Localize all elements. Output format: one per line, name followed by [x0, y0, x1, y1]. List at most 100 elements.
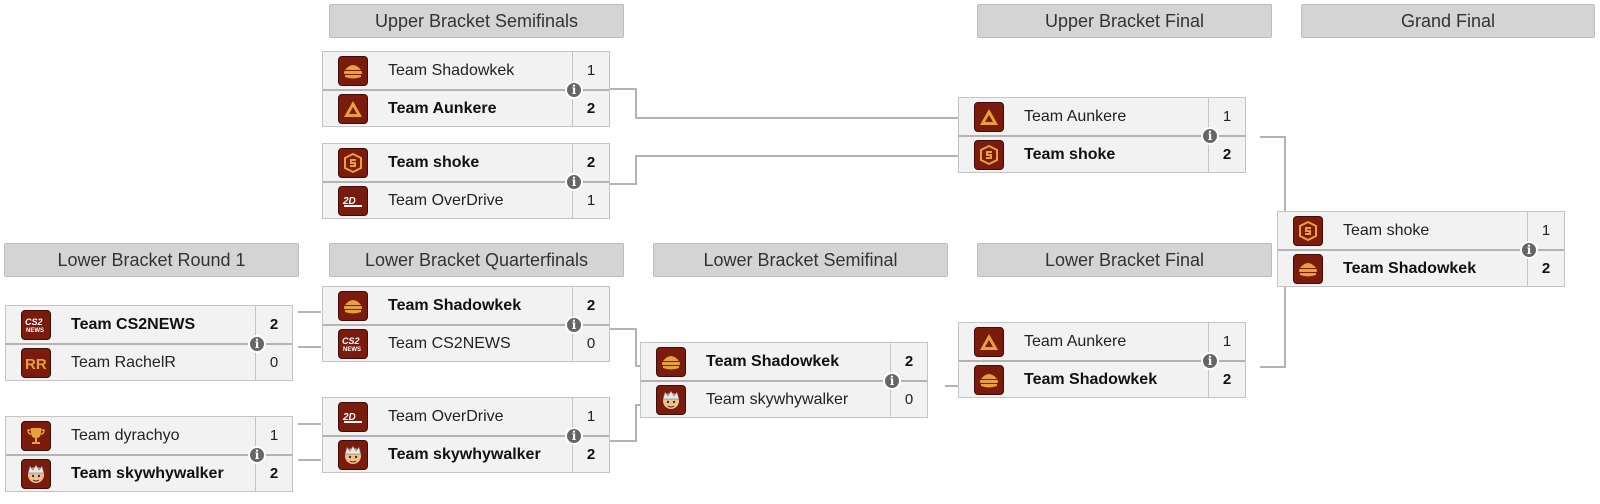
team-score: 2	[572, 144, 609, 181]
triangle-logo-icon	[338, 93, 368, 124]
match-info-icon[interactable]: i	[248, 446, 266, 464]
match-info-icon[interactable]: i	[883, 372, 901, 390]
team-name[interactable]: Team CS2NEWS	[71, 315, 196, 333]
round-header-grand-final: Grand Final	[1301, 4, 1595, 38]
team-row[interactable]: Team skywhywalker 2	[6, 454, 292, 491]
match-info-icon[interactable]: i	[565, 316, 583, 334]
team-score: 2	[572, 91, 609, 126]
match-info-icon[interactable]: i	[565, 173, 583, 191]
svg-text:NEWS: NEWS	[343, 347, 361, 353]
burger-icon	[338, 55, 368, 86]
team-score: 2	[1527, 251, 1564, 286]
match-info-icon[interactable]: i	[248, 335, 266, 353]
burger-icon	[1293, 253, 1323, 284]
team-name[interactable]: Team OverDrive	[388, 191, 504, 209]
trophy-icon	[21, 420, 51, 451]
team-row[interactable]: Team Shadowkek 2	[1278, 249, 1564, 286]
team-name[interactable]: Team Shadowkek	[388, 61, 515, 79]
team-row[interactable]: Team Aunkere 2	[323, 89, 609, 126]
team-score: 1	[1208, 323, 1245, 360]
team-score: 2	[255, 306, 292, 343]
face-avatar-icon	[338, 439, 368, 470]
burger-icon	[338, 290, 368, 321]
team-score: 0	[572, 326, 609, 361]
team-row[interactable]: Team Shadowkek 1	[323, 52, 609, 89]
team-name[interactable]: Team Shadowkek	[706, 352, 840, 370]
team-name[interactable]: Team shoke	[1343, 221, 1430, 239]
match-info-icon[interactable]: i	[1520, 241, 1538, 259]
team-name[interactable]: Team OverDrive	[388, 407, 504, 425]
round-header-lb-r1: Lower Bracket Round 1	[4, 243, 299, 277]
team-name[interactable]: Team shoke	[1024, 145, 1116, 163]
overdrive-logo-icon: 2D	[338, 401, 368, 432]
burger-icon	[656, 346, 686, 377]
match-info-icon[interactable]: i	[565, 427, 583, 445]
team-name[interactable]: Team skywhywalker	[388, 445, 541, 463]
team-row[interactable]: Team skywhywalker 0	[641, 380, 927, 417]
team-row[interactable]: Team skywhywalker 2	[323, 435, 609, 472]
triangle-logo-icon	[974, 326, 1004, 357]
team-name[interactable]: Team skywhywalker	[706, 390, 849, 408]
team-row[interactable]: Team Aunkere 1	[959, 323, 1245, 360]
shield-s-logo-icon	[974, 139, 1004, 170]
match-info-icon[interactable]: i	[1201, 127, 1219, 145]
team-score: 2	[255, 456, 292, 491]
shield-s-logo-icon	[338, 147, 368, 178]
team-name[interactable]: Team Shadowkek	[388, 296, 522, 314]
face-avatar-icon	[21, 458, 51, 489]
team-row[interactable]: 2D Team OverDrive 1	[323, 181, 609, 218]
team-name[interactable]: Team Shadowkek	[1343, 259, 1477, 277]
team-name[interactable]: Team Shadowkek	[1024, 370, 1158, 388]
team-score: 0	[890, 382, 927, 417]
team-name[interactable]: Team Aunkere	[388, 99, 497, 117]
team-row[interactable]: Team Shadowkek 2	[641, 343, 927, 380]
team-score: 2	[890, 343, 927, 380]
team-name[interactable]: Team Aunkere	[1024, 332, 1127, 350]
rr-logo-icon: RR	[21, 347, 51, 378]
round-header-lb-final: Lower Bracket Final	[977, 243, 1272, 277]
team-score: 1	[255, 417, 292, 454]
face-avatar-icon	[656, 384, 686, 415]
team-row[interactable]: Team dyrachyo 1	[6, 417, 292, 454]
svg-text:NEWS: NEWS	[26, 328, 44, 334]
team-score: 0	[255, 345, 292, 380]
team-name[interactable]: Team Aunkere	[1024, 107, 1127, 125]
svg-text:2D: 2D	[342, 196, 356, 207]
team-name[interactable]: Team CS2NEWS	[388, 334, 511, 352]
svg-text:RR: RR	[25, 356, 47, 372]
team-score: 1	[572, 183, 609, 218]
team-name[interactable]: Team RachelR	[71, 353, 176, 371]
round-header-ub-final: Upper Bracket Final	[977, 4, 1272, 38]
team-row[interactable]: Team Aunkere 1	[959, 98, 1245, 135]
team-row[interactable]: Team shoke 2	[323, 144, 609, 181]
team-row[interactable]: RR Team RachelR 0	[6, 343, 292, 380]
team-score: 1	[572, 52, 609, 89]
team-name[interactable]: Team shoke	[388, 153, 480, 171]
svg-text:CS2: CS2	[25, 317, 43, 327]
round-header-lb-qf: Lower Bracket Quarterfinals	[329, 243, 624, 277]
team-score: 1	[1527, 212, 1564, 249]
shield-s-logo-icon	[1293, 215, 1323, 246]
team-score: 1	[1208, 98, 1245, 135]
team-row[interactable]: Team shoke 1	[1278, 212, 1564, 249]
match-info-icon[interactable]: i	[1201, 352, 1219, 370]
team-name[interactable]: Team skywhywalker	[71, 464, 224, 482]
team-name[interactable]: Team dyrachyo	[71, 426, 180, 444]
team-score: 2	[572, 437, 609, 472]
match-info-icon[interactable]: i	[565, 81, 583, 99]
overdrive-logo-icon: 2D	[338, 185, 368, 216]
